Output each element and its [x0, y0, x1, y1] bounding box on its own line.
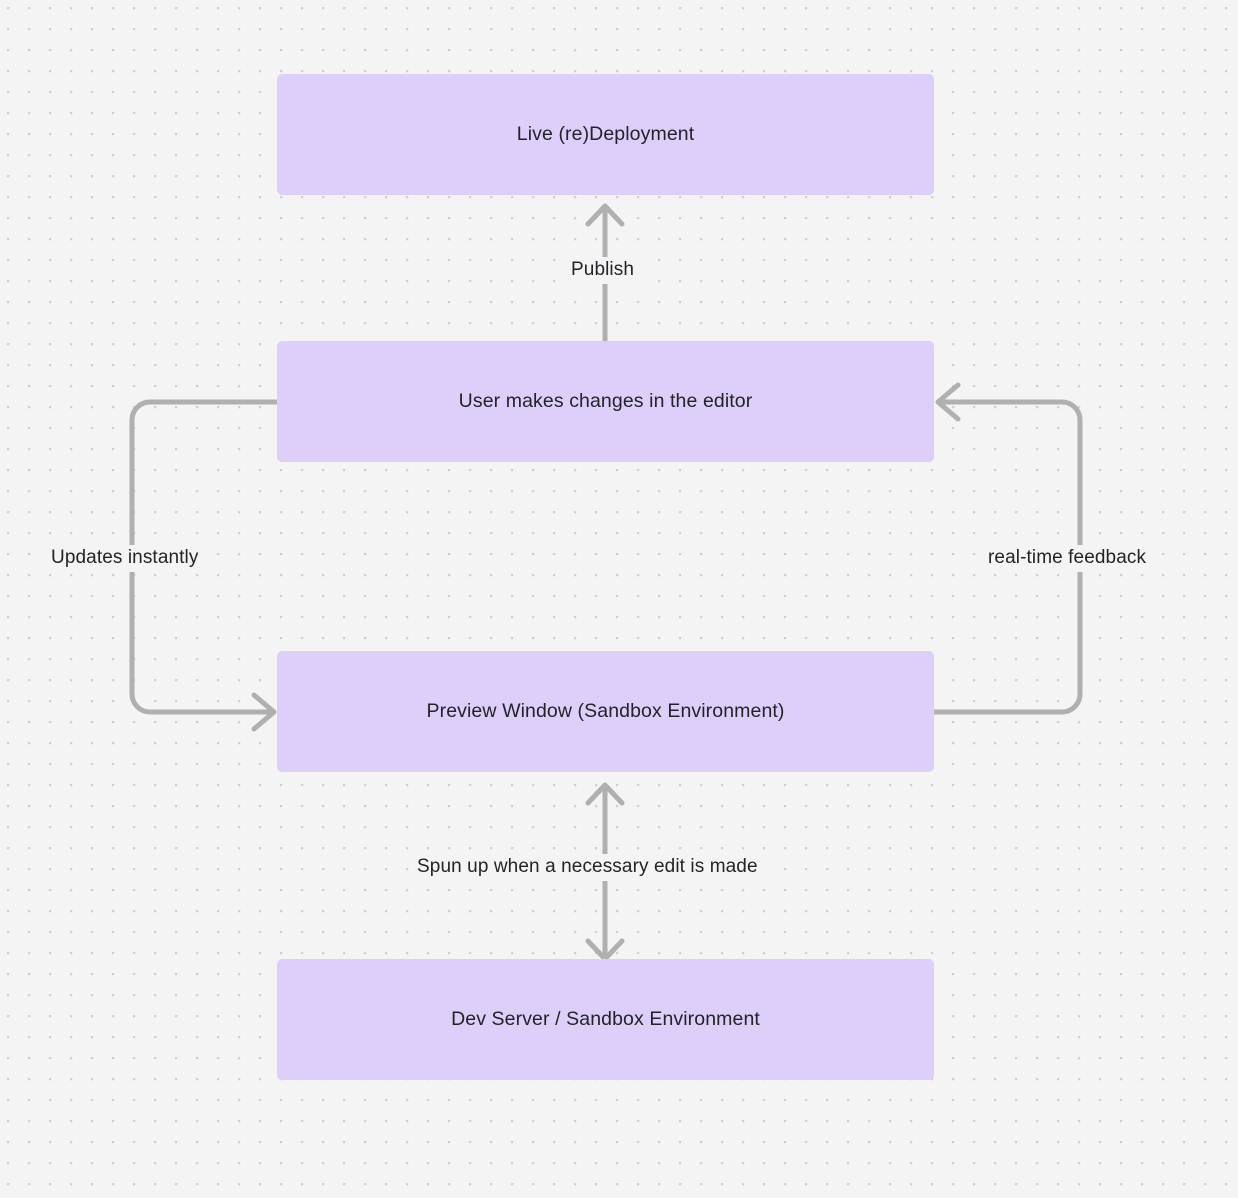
edge-label-real-time-feedback: real-time feedback	[981, 545, 1154, 572]
node-label: User makes changes in the editor	[458, 390, 753, 413]
node-preview-window[interactable]: Preview Window (Sandbox Environment)	[277, 651, 934, 772]
node-label: Preview Window (Sandbox Environment)	[426, 700, 785, 723]
edge-label-publish: Publish	[564, 257, 642, 284]
edge-label-updates-instantly: Updates instantly	[44, 545, 206, 572]
node-label: Live (re)Deployment	[516, 123, 695, 146]
node-label: Dev Server / Sandbox Environment	[451, 1008, 760, 1031]
node-live-deployment[interactable]: Live (re)Deployment	[277, 74, 934, 195]
edge-label-spun-up: Spun up when a necessary edit is made	[410, 854, 765, 881]
node-dev-server[interactable]: Dev Server / Sandbox Environment	[277, 959, 934, 1080]
node-user-edits[interactable]: User makes changes in the editor	[277, 341, 934, 462]
